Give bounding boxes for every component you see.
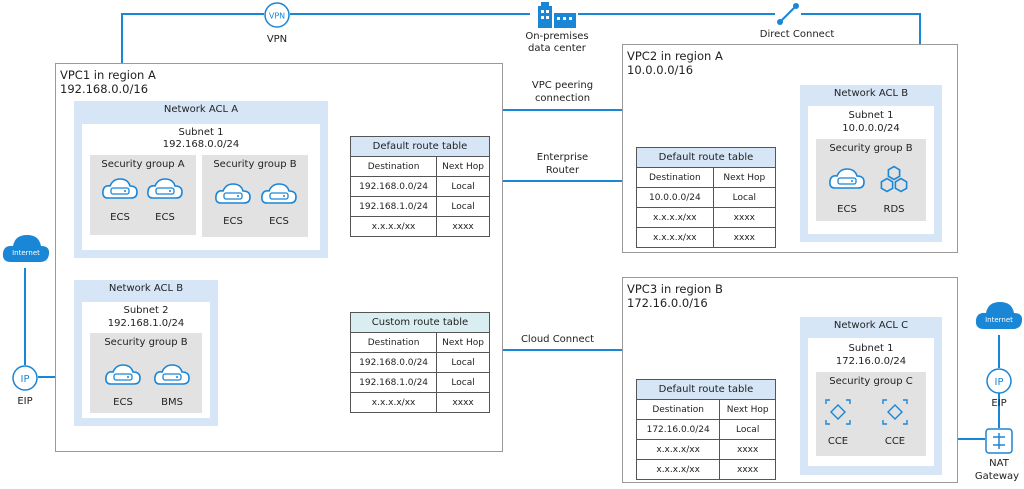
- bms-icon: [154, 364, 190, 385]
- ecs-label: ECS: [155, 212, 175, 223]
- internet-cloud-icon-left: Internet: [1, 232, 51, 268]
- internet-cloud-icon-right: Internet: [974, 299, 1024, 335]
- cce-icon: [882, 399, 908, 425]
- vpc1-cidr: 192.168.0.0/16: [60, 82, 149, 96]
- svg-text:VPN: VPN: [269, 12, 285, 21]
- rds-label: RDS: [883, 204, 905, 215]
- nat-label-2: Gateway: [974, 471, 1020, 482]
- ecs-label: ECS: [223, 216, 243, 227]
- ecs-icon: [261, 183, 297, 204]
- nat-label-1: NAT: [989, 458, 1009, 469]
- rt-title: Default route table: [636, 147, 776, 168]
- subnet-vpc3-cidr: 172.16.0.0/24: [835, 356, 907, 367]
- ecs-icon: [215, 183, 251, 204]
- svg-text:Internet: Internet: [985, 316, 1013, 324]
- enterprise-router-label-1: Enterprise: [536, 152, 589, 163]
- sg-b-vpc2-title: Security group B: [829, 143, 913, 154]
- security-group-c: Security group C: [816, 372, 926, 456]
- cce-label: CCE: [884, 436, 906, 447]
- vpc3-title: VPC3 in region B: [627, 282, 723, 296]
- rt-cell: x.x.x.x/xx: [349, 216, 438, 237]
- cce-label: CCE: [827, 436, 849, 447]
- vpc-peering-label-1: VPC peering: [531, 80, 594, 91]
- subnet-1-cidr: 192.168.0.0/24: [162, 139, 240, 150]
- ecs-icon: [147, 178, 183, 199]
- enterprise-router-label-2: Router: [545, 165, 580, 176]
- rt-cell: xxxx: [436, 216, 490, 237]
- subnet-vpc3-title: Subnet 1: [848, 343, 894, 354]
- vpn-label: VPN: [266, 34, 288, 45]
- rt-title: Default route table: [636, 379, 776, 400]
- acl-b-title: Network ACL B: [108, 283, 184, 294]
- svg-text:IP: IP: [995, 377, 1004, 388]
- acl-b-vpc2-title: Network ACL B: [833, 88, 909, 99]
- dc-label-1: On-premises: [525, 31, 589, 42]
- ecs-icon: [102, 178, 138, 199]
- ecs-label: ECS: [110, 212, 130, 223]
- ecs-icon: [829, 168, 865, 189]
- ecs-label: ECS: [837, 204, 857, 215]
- direct-connect-line-right: [801, 13, 921, 44]
- vpc1-title: VPC1 in region A: [60, 68, 156, 82]
- eip-icon-left: IP: [12, 365, 38, 391]
- bms-label: BMS: [161, 397, 183, 408]
- ecs-label: ECS: [113, 397, 133, 408]
- sg-c-title: Security group C: [829, 376, 913, 387]
- direct-connect-icon: [776, 2, 800, 26]
- rt-cell: xxxx: [436, 392, 490, 413]
- eip-label-right: EIP: [991, 398, 1007, 409]
- rt-cell: x.x.x.x/xx: [635, 459, 721, 480]
- vpc-peering-label-2: connection: [534, 93, 591, 104]
- vpc3-cidr: 172.16.0.0/16: [627, 296, 708, 310]
- data-center-icon: [537, 2, 577, 28]
- ecs-label: ECS: [269, 216, 289, 227]
- subnet-vpc2-cidr: 10.0.0.0/24: [842, 123, 900, 134]
- dc-label-2: data center: [528, 43, 586, 54]
- cce-icon: [825, 399, 851, 425]
- subnet-1-title: Subnet 1: [178, 127, 224, 138]
- subnet-2-title: Subnet 2: [123, 305, 169, 316]
- rt-cell: xxxx: [712, 227, 777, 248]
- eip-icon-right: IP: [986, 368, 1012, 394]
- rds-icon: [880, 165, 908, 193]
- svg-text:Internet: Internet: [12, 249, 40, 257]
- sg-b2-title: Security group B: [104, 337, 188, 348]
- sg-a-title: Security group A: [101, 159, 185, 170]
- ecs-icon: [105, 364, 141, 385]
- eip-label-left: EIP: [17, 396, 33, 407]
- rt-cell: x.x.x.x/xx: [349, 392, 438, 413]
- vpc2-title: VPC2 in region A: [627, 49, 723, 63]
- cloud-connect-label: Cloud Connect: [520, 334, 595, 345]
- acl-a-title: Network ACL A: [163, 104, 239, 115]
- vpc2-cidr: 10.0.0.0/16: [627, 63, 694, 77]
- direct-connect-label: Direct Connect: [759, 29, 835, 40]
- vpn-line-left: [121, 13, 264, 63]
- nat-gateway-icon: [985, 428, 1013, 454]
- acl-c-title: Network ACL C: [833, 320, 909, 331]
- subnet-vpc2-title: Subnet 1: [848, 110, 894, 121]
- svg-text:IP: IP: [21, 374, 30, 385]
- rt-cell: xxxx: [719, 459, 776, 480]
- sg-b-title: Security group B: [213, 159, 297, 170]
- vpn-icon: VPN: [264, 2, 290, 28]
- subnet-2-cidr: 192.168.1.0/24: [107, 318, 185, 329]
